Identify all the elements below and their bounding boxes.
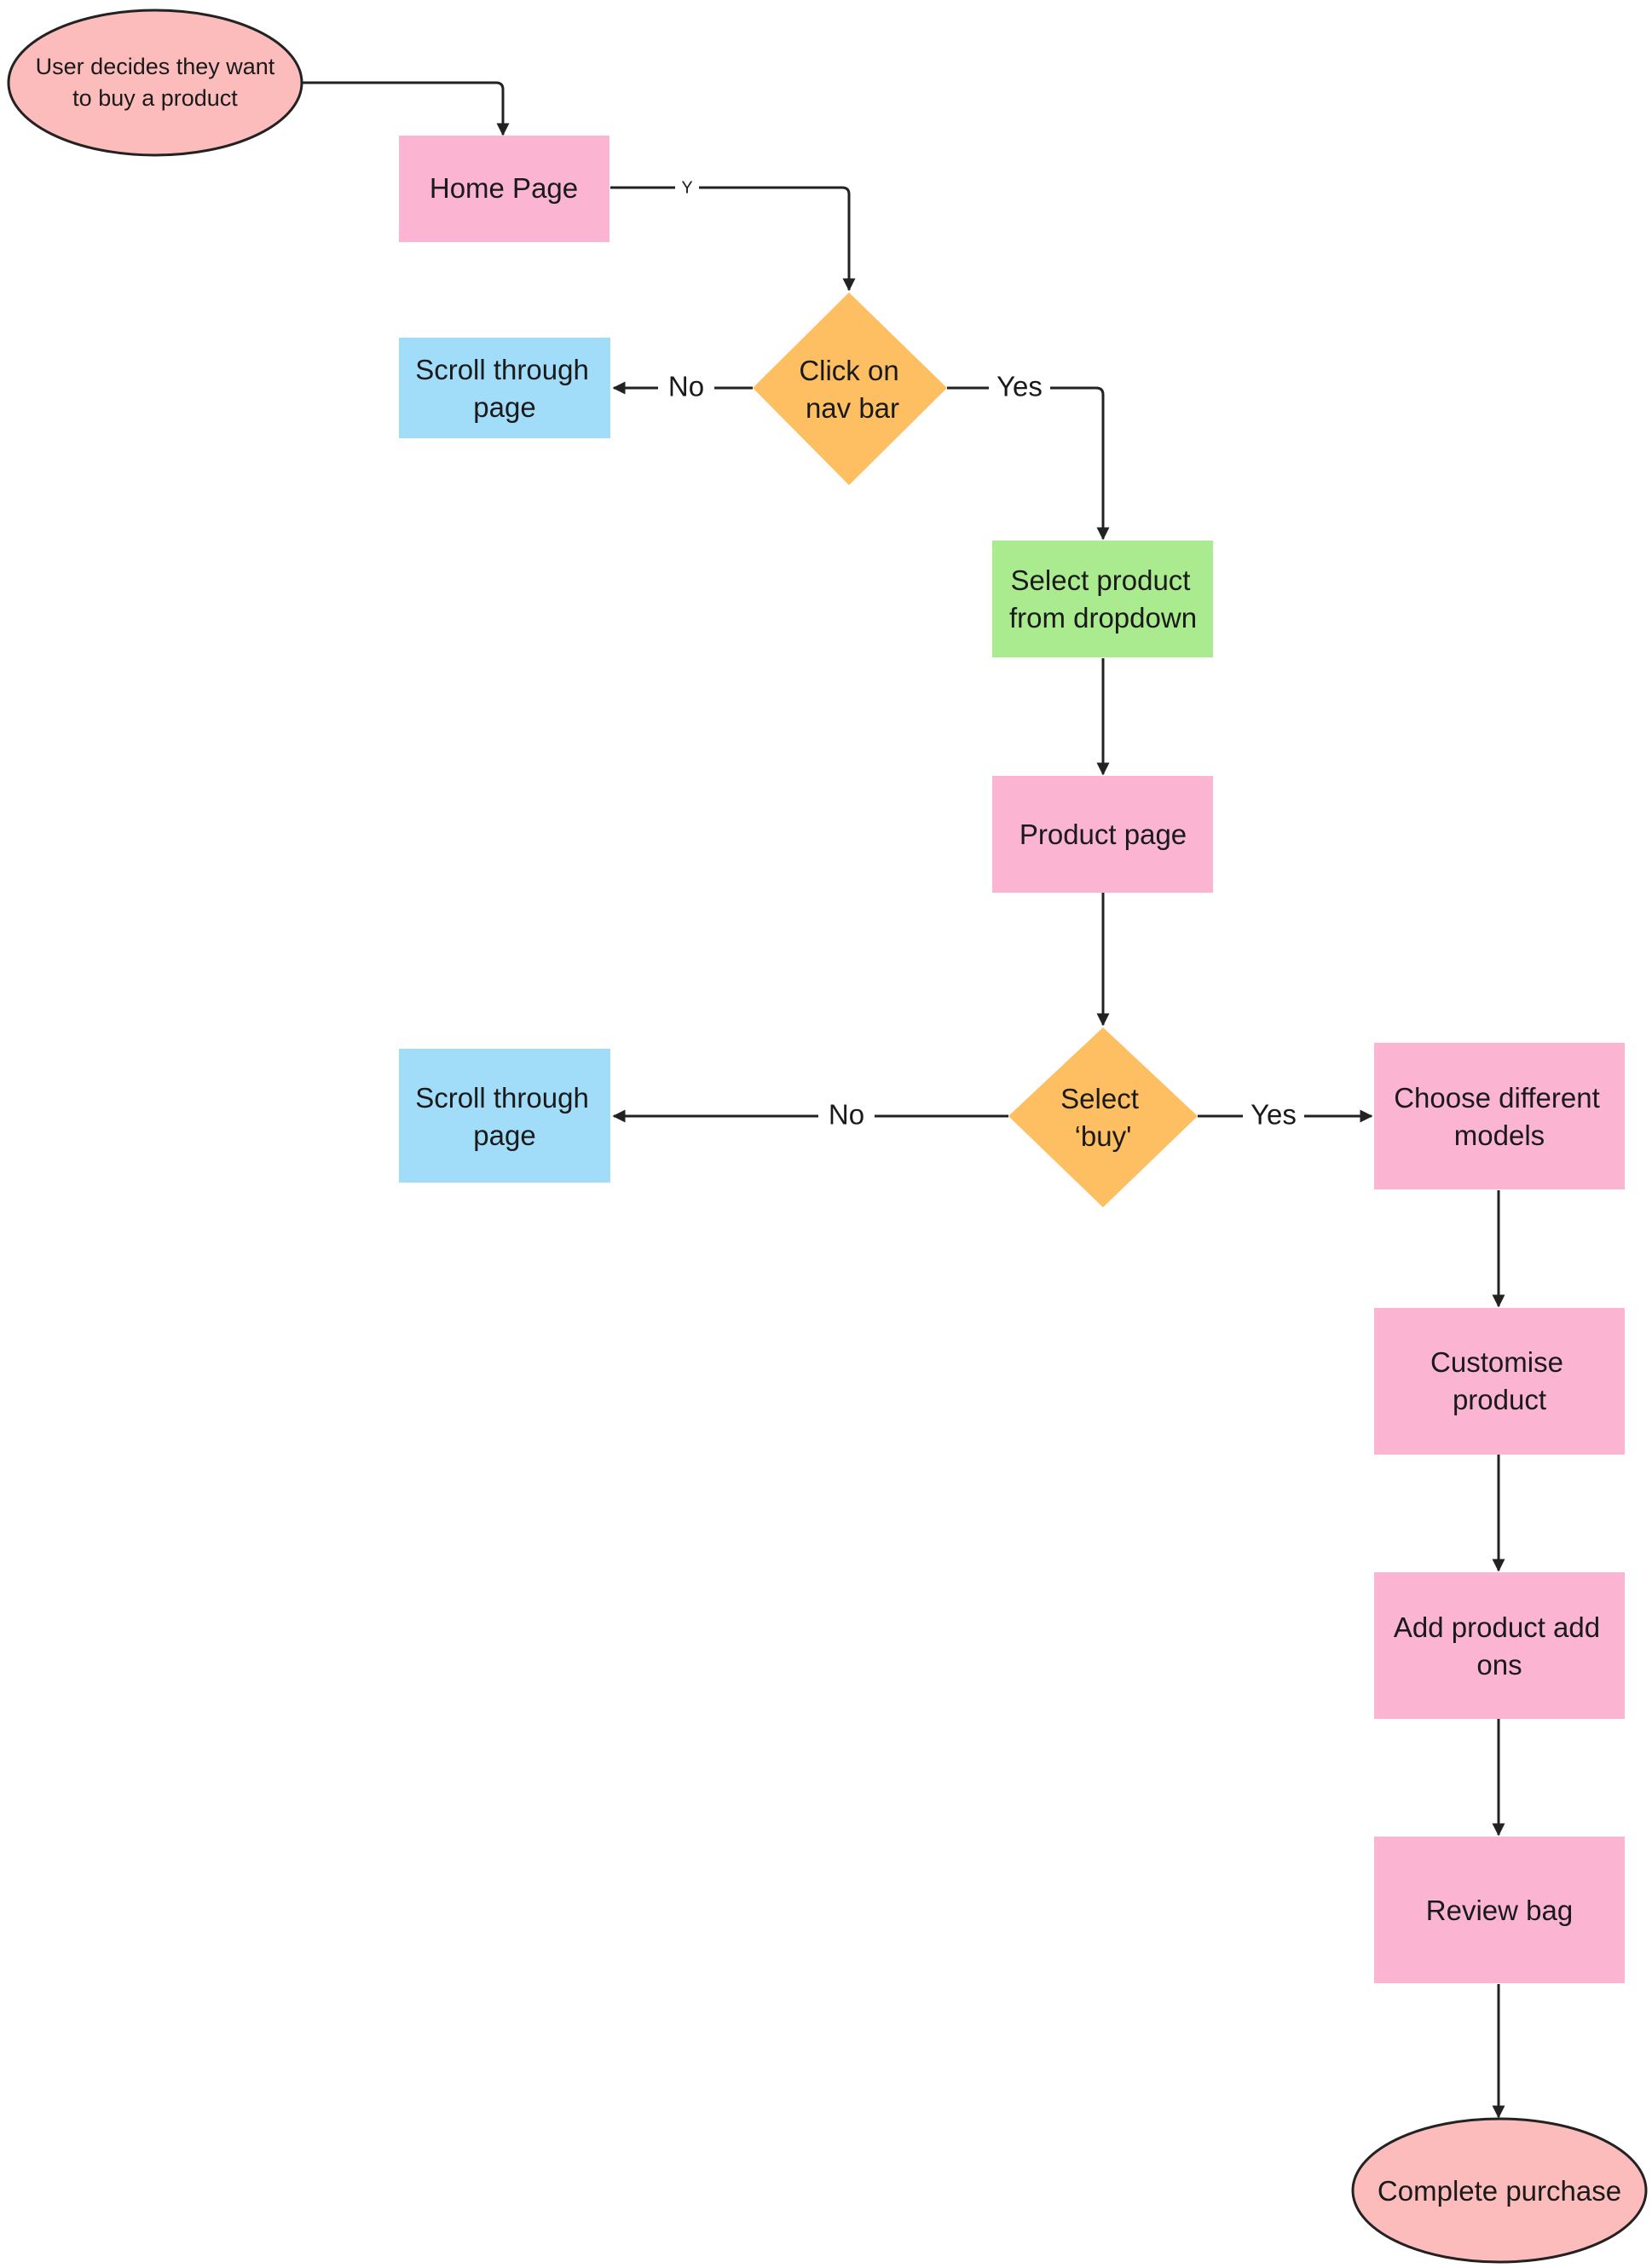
click-nav-text-line1: Click on <box>799 355 898 386</box>
select-dropdown-box <box>992 541 1213 657</box>
start-text-line2: to buy a product <box>72 85 238 111</box>
edge-start-to-home <box>301 81 510 136</box>
edge-home-to-nav <box>610 186 856 292</box>
scroll-top-text-line2: page <box>473 391 535 423</box>
select-dropdown-text-line1: Select product <box>1011 564 1191 596</box>
scroll-bottom-text-line1: Scroll through <box>415 1082 589 1114</box>
review-bag-text: Review bag <box>1426 1895 1573 1926</box>
select-dropdown-text-line2: from dropdown <box>1009 602 1197 634</box>
node-start: User decides they want to buy a product <box>7 9 303 157</box>
home-page-text: Home Page <box>430 172 578 204</box>
edge-label-y: Y <box>681 178 692 197</box>
choose-models-text-line2: models <box>1454 1120 1545 1151</box>
edge-label-nav-yes: Yes <box>996 371 1043 402</box>
choose-models-box <box>1374 1043 1625 1189</box>
review-bag-box <box>1374 1837 1625 1983</box>
node-add-ons: Add product add ons <box>1374 1572 1625 1719</box>
node-select-buy: Select ‘buy' <box>1008 1027 1198 1207</box>
product-page-text: Product page <box>1020 819 1187 850</box>
node-product-page: Product page <box>992 776 1213 893</box>
scroll-bottom-box <box>399 1049 610 1183</box>
edge-label-buy-no: No <box>829 1099 864 1131</box>
node-choose-models: Choose different models <box>1374 1043 1625 1189</box>
node-home-page: Home Page <box>399 136 609 242</box>
start-text-line1: User decides they want <box>36 54 275 79</box>
edges: Y No Yes No Yes <box>301 81 1505 2119</box>
scroll-top-text-line1: Scroll through <box>415 354 589 385</box>
start-terminal-shape <box>7 9 303 157</box>
edge-label-nav-no: No <box>668 371 704 402</box>
node-customise: Customise product <box>1374 1308 1625 1455</box>
complete-terminal-shape <box>1351 2117 1648 2264</box>
node-scroll-top: Scroll through page <box>399 338 610 438</box>
node-review-bag: Review bag <box>1374 1837 1625 1983</box>
add-ons-box <box>1374 1572 1625 1719</box>
edge-label-buy-yes: Yes <box>1251 1099 1297 1131</box>
node-complete: Complete purchase <box>1351 2117 1648 2264</box>
node-select-dropdown: Select product from dropdown <box>992 541 1213 657</box>
customise-box <box>1374 1308 1625 1455</box>
click-nav-decision-shape <box>753 292 947 485</box>
select-buy-text-line2: ‘buy' <box>1075 1120 1132 1152</box>
customise-text-line2: product <box>1453 1384 1546 1415</box>
node-click-nav: Click on nav bar <box>753 292 947 485</box>
product-page-box <box>992 776 1213 893</box>
edge-nav-yes <box>947 386 1110 541</box>
scroll-bottom-text-line2: page <box>473 1120 535 1151</box>
complete-text: Complete purchase <box>1378 2175 1621 2207</box>
add-ons-text-line2: ons <box>1476 1649 1522 1681</box>
select-buy-text-line1: Select <box>1060 1083 1139 1114</box>
node-scroll-bottom: Scroll through page <box>399 1049 610 1183</box>
home-page-box <box>399 136 609 242</box>
add-ons-text-line1: Add product add <box>1394 1611 1600 1643</box>
select-buy-decision-shape <box>1008 1027 1198 1207</box>
scroll-top-box <box>399 338 610 438</box>
choose-models-text-line1: Choose different <box>1394 1082 1600 1114</box>
customise-text-line1: Customise <box>1430 1346 1563 1378</box>
click-nav-text-line2: nav bar <box>806 392 899 424</box>
